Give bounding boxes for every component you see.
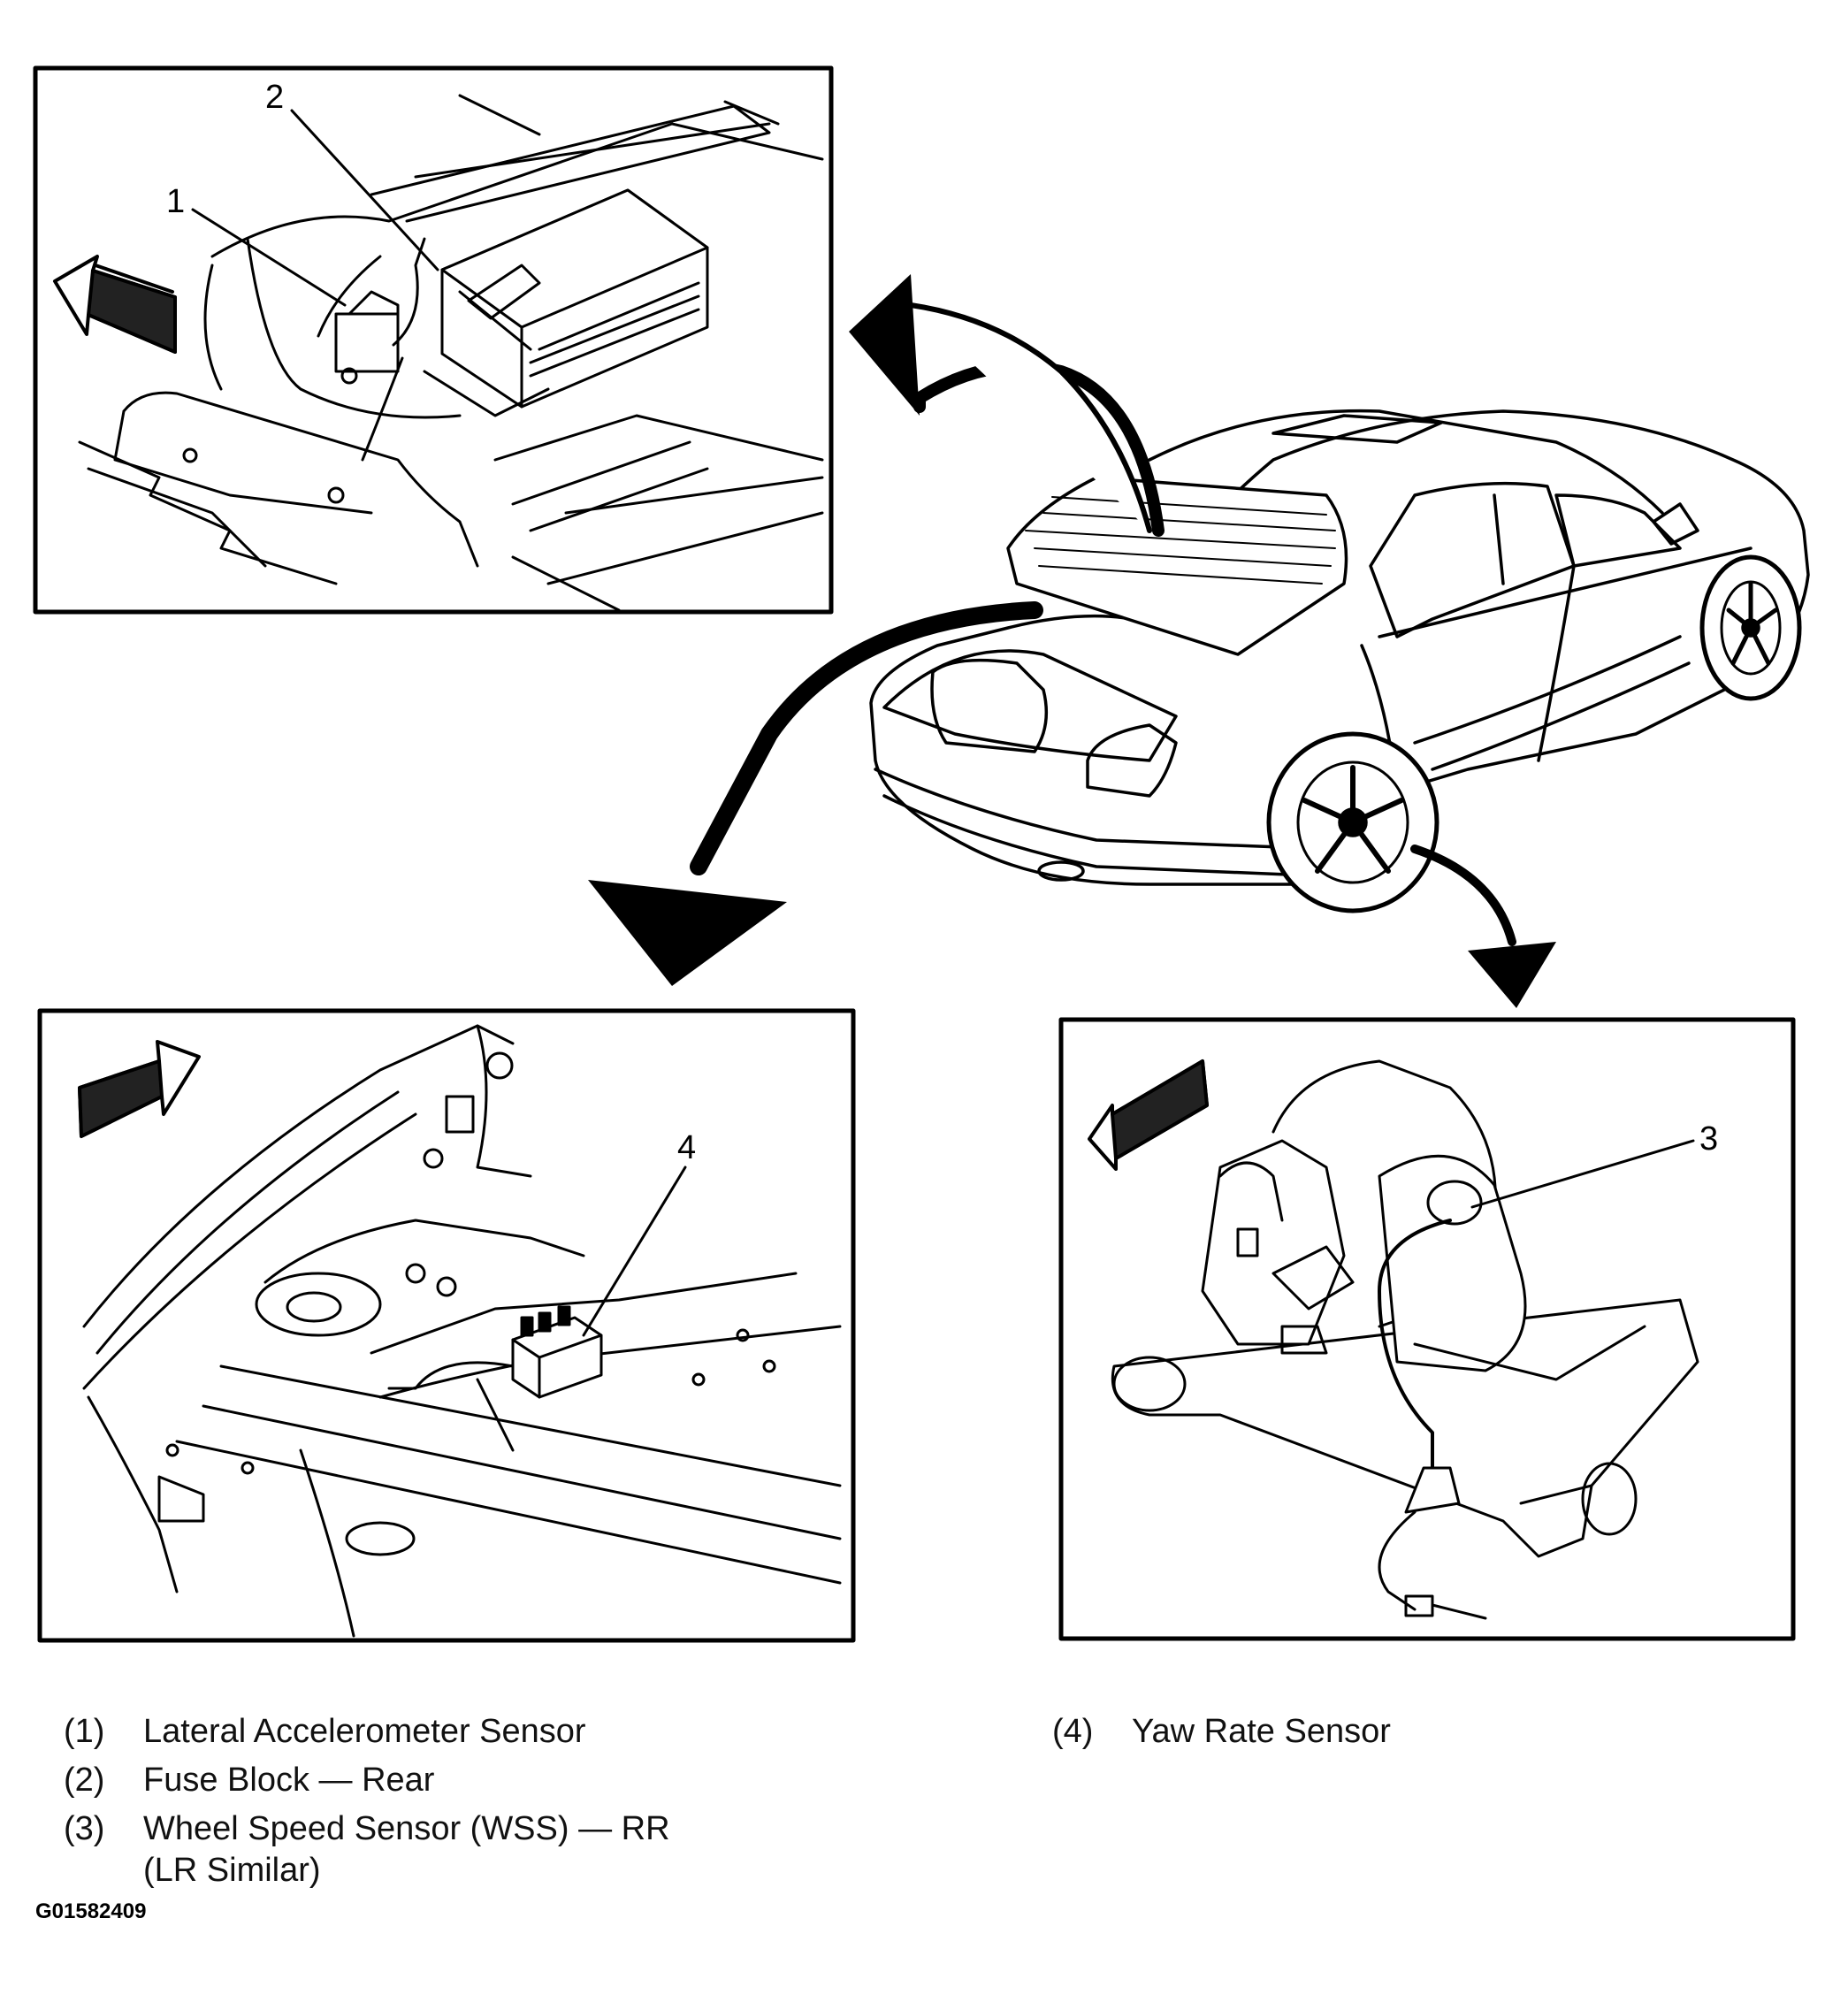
- legend-item-1: (1) Lateral Accelerometer Sensor: [64, 1711, 586, 1752]
- legend-item-4: (4) Yaw Rate Sensor: [1052, 1711, 1391, 1752]
- forward-arrow-icon: [53, 255, 177, 354]
- panel-bottom-right: 3: [1058, 1017, 1796, 1641]
- legend-item-3-continuation: (LR Similar): [143, 1852, 321, 1889]
- arrow-to-top-panel: [849, 274, 1165, 537]
- forward-arrow-icon: [78, 1040, 201, 1138]
- legend-number: (2): [64, 1762, 105, 1799]
- legend-item-2: (2) Fuse Block — Rear: [64, 1760, 434, 1800]
- vehicle-illustration: [869, 409, 1810, 913]
- legend-number: (4): [1052, 1713, 1094, 1750]
- legend-text: Fuse Block — Rear: [143, 1762, 435, 1799]
- figure-id: G01582409: [35, 1899, 147, 1923]
- legend-text: Wheel Speed Sensor (WSS) — RR: [143, 1810, 670, 1847]
- forward-arrow-icon: [1088, 1059, 1209, 1171]
- callout-1: 1: [166, 183, 185, 220]
- callout-4: 4: [677, 1129, 696, 1166]
- panel-top-left: 2 1: [33, 65, 834, 615]
- arrow-to-bottom-left-panel: [588, 601, 1043, 986]
- legend-number: (1): [64, 1713, 105, 1750]
- callout-3: 3: [1699, 1120, 1718, 1158]
- legend-item-3: (3) Wheel Speed Sensor (WSS) — RR: [64, 1808, 670, 1849]
- legend-number: (3): [64, 1810, 105, 1847]
- panel-bottom-left: 4: [37, 1008, 856, 1643]
- arrow-to-bottom-right-panel: [1410, 845, 1556, 1008]
- legend-text: Lateral Accelerometer Sensor: [143, 1713, 586, 1750]
- legend-text: Yaw Rate Sensor: [1132, 1713, 1391, 1750]
- callout-2: 2: [265, 79, 284, 116]
